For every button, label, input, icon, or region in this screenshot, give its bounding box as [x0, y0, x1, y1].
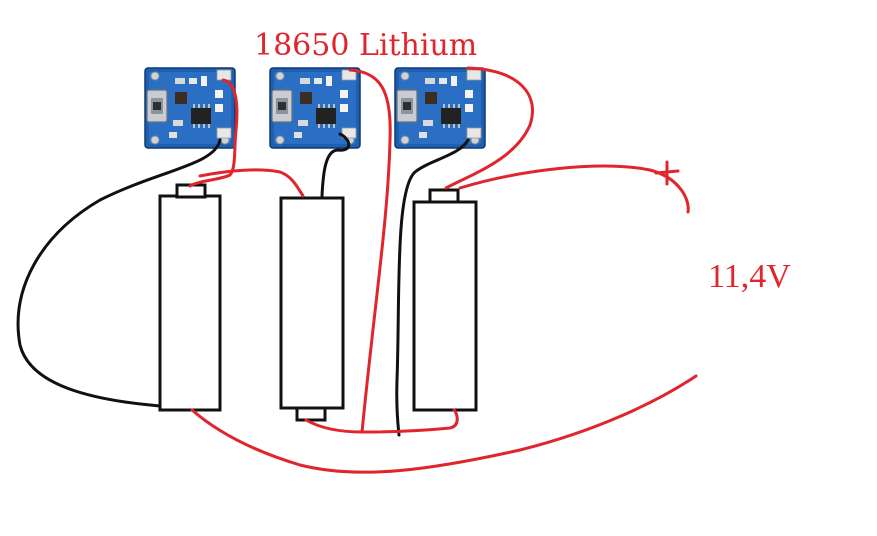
wire-pos-7: [190, 374, 698, 474]
charger-module-2: [269, 67, 361, 149]
diagram-title: 18650 Lithium: [254, 28, 478, 63]
wire-pos-4: [444, 66, 534, 190]
battery-2: [279, 196, 345, 422]
negative-wires: [16, 132, 470, 437]
wire-neg-2: [320, 132, 351, 198]
plus-sign-icon: [654, 160, 680, 186]
tp4056-charger-module-icon: [269, 67, 361, 149]
battery-cell-icon: [158, 194, 222, 412]
tp4056-charger-module-icon: [394, 67, 486, 149]
battery-terminal: [295, 406, 327, 422]
battery-cell-icon: [279, 196, 345, 410]
battery-terminal: [428, 188, 460, 204]
wire-pos-2: [198, 168, 305, 198]
battery-3: [412, 188, 478, 412]
wire-pos-1: [188, 78, 239, 188]
wire-pos-6: [304, 408, 459, 434]
battery-1: [158, 183, 222, 412]
wire-pos-5: [458, 164, 690, 214]
output-voltage-label: 11,4V: [708, 258, 791, 295]
wire-neg-1: [16, 138, 222, 408]
charger-module-3: [394, 67, 486, 149]
battery-cell-icon: [412, 200, 478, 412]
wire-neg-3: [395, 138, 470, 437]
positive-wires: [188, 66, 698, 474]
wire-pos-3: [348, 68, 392, 434]
